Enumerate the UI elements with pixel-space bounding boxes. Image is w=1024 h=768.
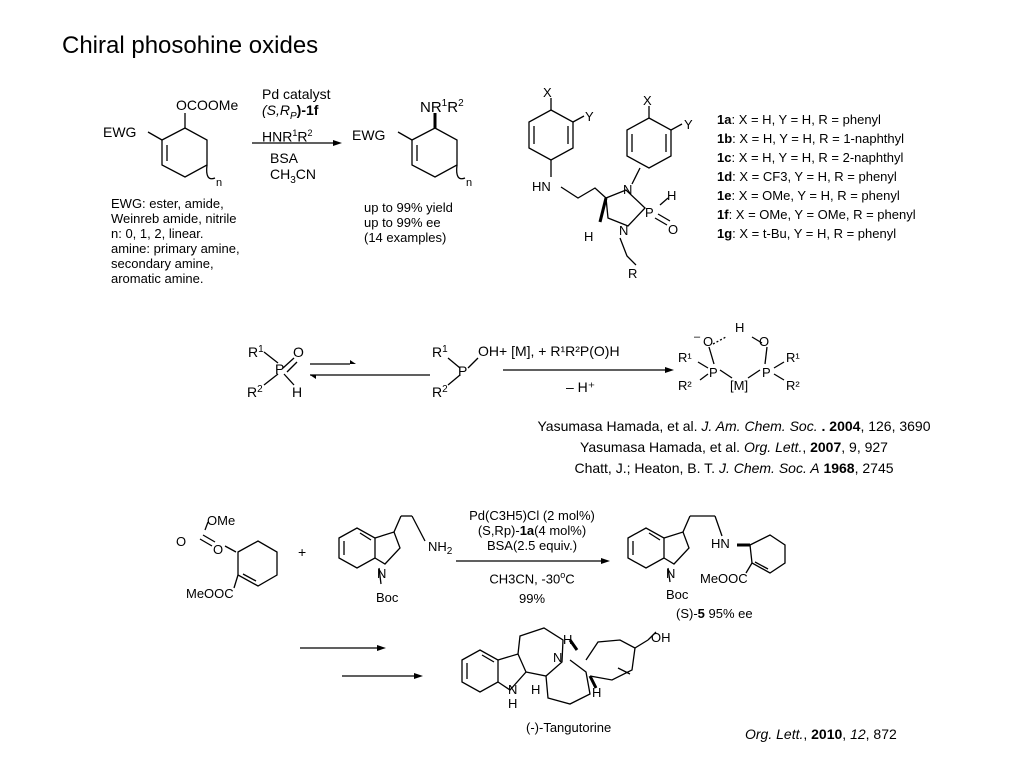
ligand-structure: [528, 98, 683, 266]
reactant-ocooome: OCOOMe: [176, 97, 238, 113]
scheme1-conditions-top: Pd catalyst (S,RP)-1f HNR1R2: [262, 86, 331, 145]
s2-product-hn: HN: [711, 536, 730, 551]
s2-product-meooc: MeOOC: [700, 571, 748, 586]
s2-product-n: N: [666, 566, 675, 581]
ligand-h-p: H: [667, 188, 676, 203]
s2-product-boc: Boc: [666, 587, 689, 602]
product-n: n: [466, 177, 472, 189]
s2-o-ester: O: [213, 542, 223, 557]
ligand-variant: 1g: X = t-Bu, Y = H, R = phenyl: [717, 226, 897, 241]
scope-notes: EWG: ester, amide, Weinreb amide, nitril…: [111, 196, 240, 286]
ligand-variant: 1e: X = OMe, Y = H, R = phenyl: [717, 188, 900, 203]
ligand-y-left: Y: [585, 109, 594, 124]
tryptamine-structure: [338, 515, 426, 585]
s2-plus: +: [298, 544, 306, 560]
complex-o-right: O: [759, 334, 769, 349]
tang-oh: OH: [651, 630, 671, 645]
taut-left-r2: R2: [247, 384, 263, 400]
references: Yasumasa Hamada, et al. J. Am. Chem. Soc…: [484, 416, 984, 479]
ligand-p: P: [645, 205, 654, 220]
tang-h-left: H: [531, 682, 540, 697]
complex-r2-right: R²: [786, 378, 800, 393]
ligand-h-c: H: [584, 229, 593, 244]
complex-minus: –: [694, 331, 701, 343]
taut-left-o: O: [293, 344, 304, 360]
citation-org-lett: Org. Lett., 2010, 12, 872: [745, 726, 897, 742]
scheme2-conditions-top: Pd(C3H5)Cl (2 mol%) (S,Rp)-1a(4 mol%) BS…: [469, 508, 595, 553]
s2-meooc: MeOOC: [186, 586, 234, 601]
ligand-hn: HN: [532, 179, 551, 194]
complex-r1-right: R¹: [786, 350, 800, 365]
complex-h: H: [735, 320, 744, 335]
reference: Yasumasa Hamada, et al. Org. Lett., 2007…: [580, 439, 888, 455]
tang-h-top: H: [563, 632, 572, 647]
taut-left-r1: R1: [248, 344, 264, 360]
ligand-variant: 1c: X = H, Y = H, R = 2-naphthyl: [717, 150, 904, 165]
tangutorine-structure: [461, 627, 657, 705]
tangutorine-name: (-)-Tangutorine: [526, 720, 612, 735]
complex-p-left: P: [709, 365, 718, 380]
complex-r1-left: R¹: [678, 350, 692, 365]
product-structure: [397, 113, 466, 180]
taut-mid-r1: R1: [432, 344, 448, 360]
s2-boc: Boc: [376, 590, 399, 605]
reactant-n: n: [216, 177, 222, 189]
reference: Yasumasa Hamada, et al. J. Am. Chem. Soc…: [537, 418, 931, 434]
ligand-y-right: Y: [684, 117, 693, 132]
ligand-x-right: X: [643, 93, 652, 108]
reference: Chatt, J.; Heaton, B. T. J. Chem. Soc. A…: [574, 460, 894, 476]
taut-mid-oh: OH: [478, 343, 499, 359]
scheme2-reactant-structure: [199, 521, 278, 589]
ligand-r: R: [628, 266, 637, 281]
taut-minus-h: – H⁺: [566, 379, 595, 395]
ligand-n-lower: N: [619, 223, 628, 238]
tautomer-middle-structure: [447, 357, 479, 386]
ligand-variant: 1d: X = CF3, Y = H, R = phenyl: [717, 169, 897, 184]
tang-nh-n: N: [508, 682, 517, 697]
ligand-variant: 1b: X = H, Y = H, R = 1-naphthyl: [717, 131, 905, 146]
taut-left-h: H: [292, 384, 302, 400]
ligand-variant: 1a: X = H, Y = H, R = phenyl: [717, 112, 881, 127]
scheme1-conditions-bottom: BSA CH3CN: [270, 150, 317, 186]
product5-structure: [627, 515, 786, 583]
product-nr1r2: NR1R2: [420, 98, 464, 116]
reactant-ewg: EWG: [103, 124, 136, 140]
taut-reagents: + [M], + R¹R²P(O)H: [499, 343, 620, 359]
tautomer-left-structure: [263, 351, 298, 386]
complex-o-left: O: [703, 334, 713, 349]
taut-left-p: P: [275, 361, 284, 377]
s2-indole-n: N: [377, 566, 386, 581]
complex-p-right: P: [762, 365, 771, 380]
complex-r2-left: R²: [678, 378, 692, 393]
tang-h-right: H: [592, 685, 601, 700]
taut-mid-r2: R2: [432, 384, 448, 400]
product-ewg: EWG: [352, 127, 386, 143]
taut-mid-p: P: [458, 363, 467, 379]
tang-nh-h: H: [508, 696, 517, 711]
s2-o-carbonyl: O: [176, 534, 186, 549]
s2-ome: OMe: [207, 513, 235, 528]
scheme1-results: up to 99% yield up to 99% ee (14 example…: [364, 200, 453, 245]
s2-nh2: NH2: [428, 539, 453, 557]
ligand-x-left: X: [543, 85, 552, 100]
reactant-structure: [147, 113, 216, 180]
metal-complex-structure: [697, 336, 785, 381]
ligand-o: O: [668, 222, 678, 237]
slide-title: Chiral phosohine oxides: [62, 32, 319, 59]
product5-label: (S)-5 95% ee: [676, 606, 753, 621]
ligand-n-upper: N: [623, 182, 632, 197]
tang-n: N: [553, 650, 562, 665]
ligand-variant-list: 1a: X = H, Y = H, R = phenyl 1b: X = H, …: [717, 110, 916, 243]
complex-metal: [M]: [730, 378, 748, 393]
ligand-variant: 1f: X = OMe, Y = OMe, R = phenyl: [717, 207, 916, 222]
scheme2-conditions-bottom: CH3CN, -30oC 99%: [489, 570, 575, 607]
